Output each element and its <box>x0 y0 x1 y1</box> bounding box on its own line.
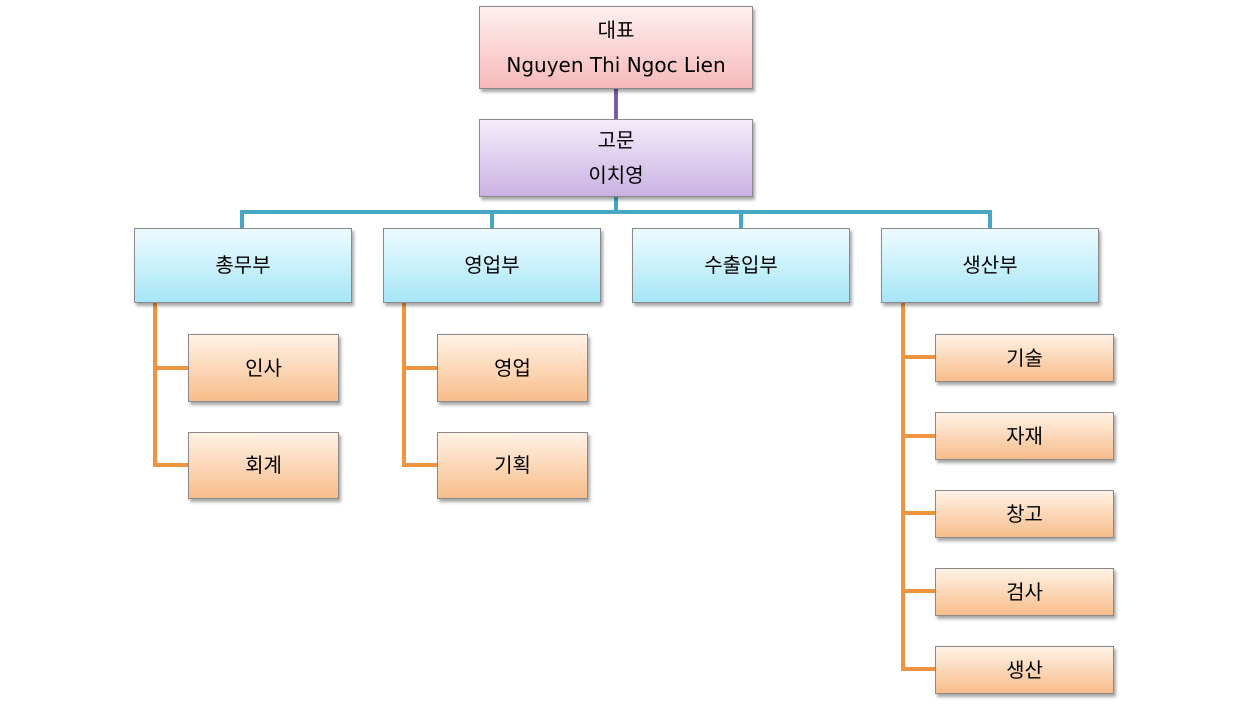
team-branch-connector <box>901 589 937 593</box>
team-box: 생산 <box>935 646 1114 694</box>
advisor-title: 고문 <box>597 128 635 152</box>
dept-drop-connector <box>739 210 743 230</box>
team-label: 영업 <box>494 355 531 380</box>
team-branch-connector <box>901 667 937 671</box>
team-branch-connector <box>402 366 438 370</box>
team-branch-connector <box>901 511 937 515</box>
team-box: 창고 <box>935 490 1114 538</box>
team-box: 기술 <box>935 334 1114 382</box>
ceo-title: 대표 <box>597 17 635 42</box>
team-label: 자재 <box>1006 423 1043 448</box>
dept-drop-connector <box>988 210 992 230</box>
team-label: 회계 <box>245 453 282 477</box>
team-branch-connector <box>153 366 189 370</box>
team-branch-connector <box>402 463 438 467</box>
department-box-sales: 영업부 <box>383 228 601 303</box>
department-box-import-export: 수출입부 <box>632 228 850 303</box>
department-label: 수출입부 <box>704 253 778 277</box>
dept-drop-connector <box>490 210 494 230</box>
department-label: 생산부 <box>962 253 1018 277</box>
team-label: 창고 <box>1006 501 1043 526</box>
department-box-production: 생산부 <box>881 228 1099 303</box>
team-branch-connector <box>901 434 937 438</box>
team-label: 검사 <box>1006 579 1043 604</box>
team-spine-connector <box>402 302 406 466</box>
team-box: 인사 <box>188 334 339 402</box>
team-spine-connector <box>153 302 157 466</box>
dept-drop-connector <box>240 210 244 230</box>
department-label: 영업부 <box>464 253 520 277</box>
department-bus-connector <box>240 210 992 214</box>
advisor-name: 이치영 <box>588 163 644 187</box>
team-branch-connector <box>901 355 937 359</box>
team-box: 회계 <box>188 432 339 499</box>
team-label: 생산 <box>1006 657 1043 682</box>
advisor-stem-connector <box>614 196 618 212</box>
team-spine-connector <box>901 302 905 670</box>
department-label: 총무부 <box>215 253 271 277</box>
team-box: 자재 <box>935 412 1114 460</box>
team-box: 검사 <box>935 568 1114 616</box>
ceo-box: 대표 Nguyen Thi Ngoc Lien <box>479 6 753 89</box>
team-label: 기술 <box>1006 345 1043 370</box>
department-box-general-affairs: 총무부 <box>134 228 352 303</box>
ceo-advisor-connector <box>614 88 618 120</box>
ceo-name: Nguyen Thi Ngoc Lien <box>506 52 726 77</box>
team-label: 기획 <box>494 453 531 477</box>
team-box: 영업 <box>437 334 588 402</box>
team-label: 인사 <box>245 355 282 380</box>
team-branch-connector <box>153 463 189 467</box>
team-box: 기획 <box>437 432 588 499</box>
advisor-box: 고문 이치영 <box>479 119 753 197</box>
